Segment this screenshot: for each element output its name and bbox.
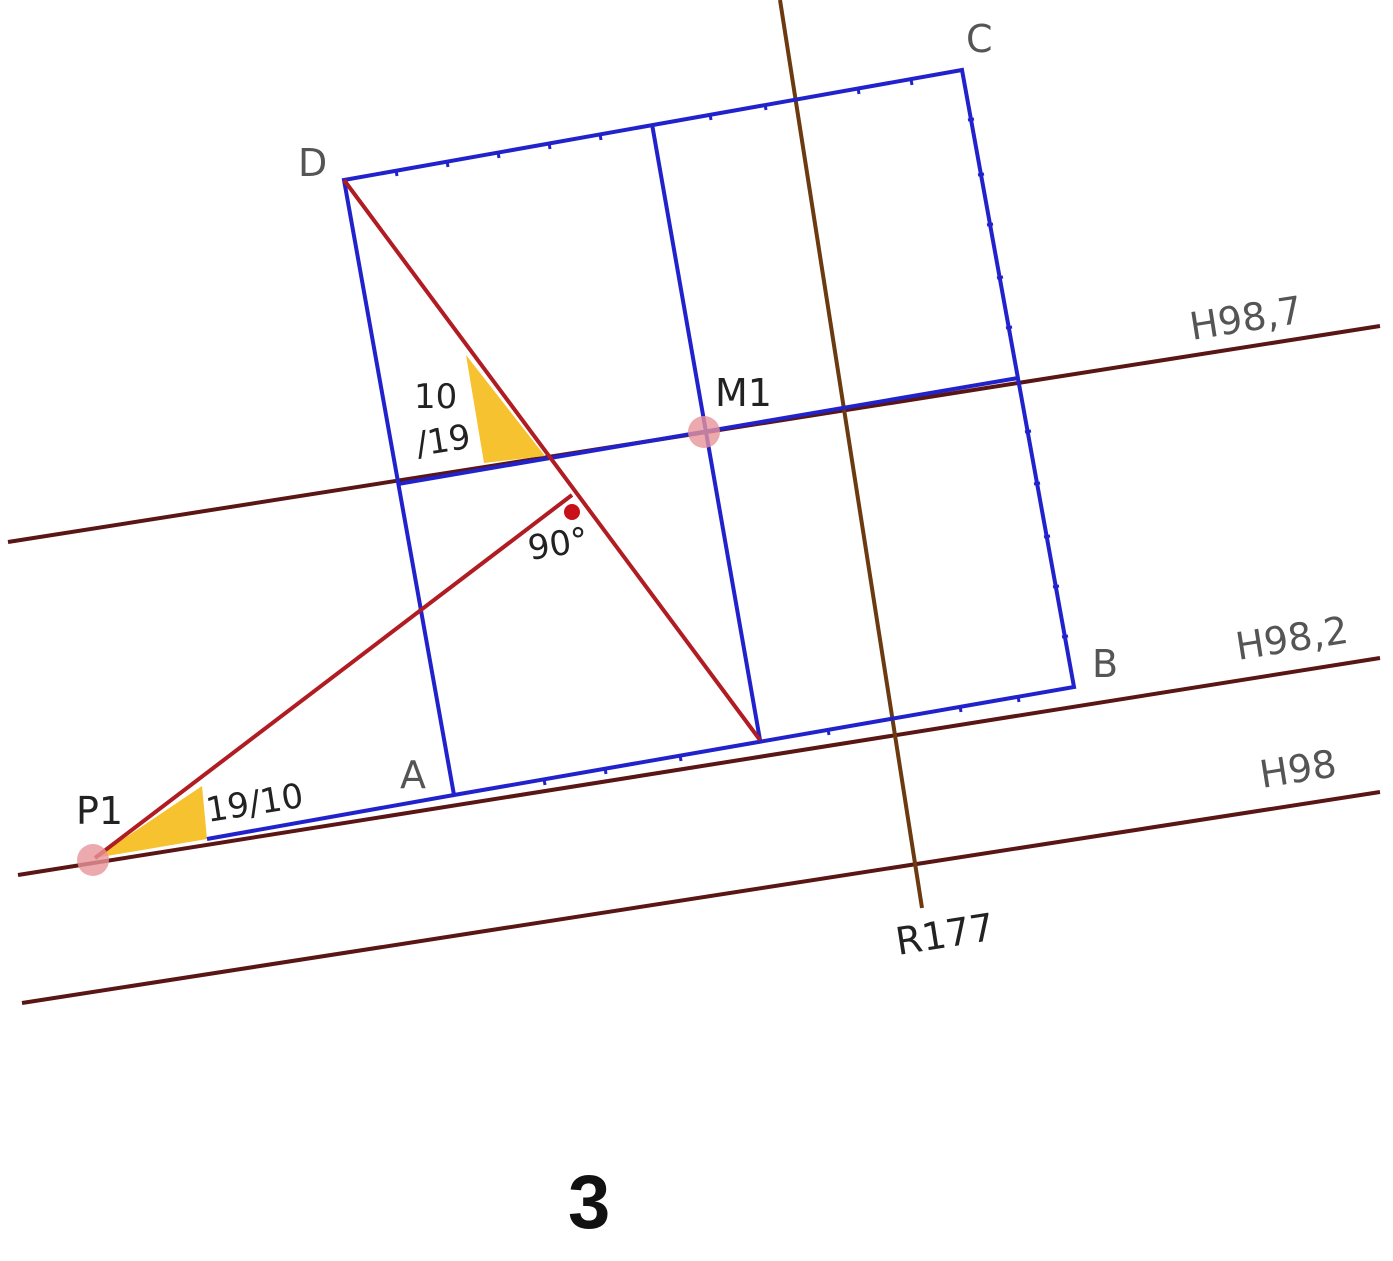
construction-line-d-to-base: [342, 178, 762, 742]
right-angle-dot: [564, 504, 580, 520]
label-corner-b: B: [1092, 642, 1118, 686]
label-line-h98: H98: [1257, 741, 1340, 796]
figure-number: 3: [568, 1160, 610, 1245]
square-abcd: [341, 67, 1077, 798]
label-right-angle: 90°: [525, 520, 591, 569]
square-tick-marks: [394, 78, 1069, 786]
label-point-m1: M1: [715, 371, 772, 415]
label-angle-upper-top: 10: [414, 377, 457, 417]
label-line-r177: R177: [893, 905, 998, 964]
label-line-h98-2: H98,2: [1233, 608, 1352, 669]
contour-line-h98: [21, 790, 1381, 1005]
label-point-p1: P1: [76, 789, 123, 833]
point-p1-marker: [77, 844, 109, 876]
label-angle-upper-bottom: /19: [413, 417, 473, 465]
point-m1-marker: [688, 416, 720, 448]
construction-line-p1-to-perpendicular: [93, 493, 574, 860]
label-corner-d: D: [298, 141, 327, 185]
line-r177: [778, 0, 924, 909]
angle-marker-upper: [466, 355, 545, 463]
label-corner-a: A: [400, 753, 426, 797]
contour-line-h98-2: [17, 656, 1381, 877]
angle-marker-lower: [95, 786, 207, 858]
label-corner-c: C: [966, 17, 993, 61]
baseline-extension: [206, 793, 455, 841]
